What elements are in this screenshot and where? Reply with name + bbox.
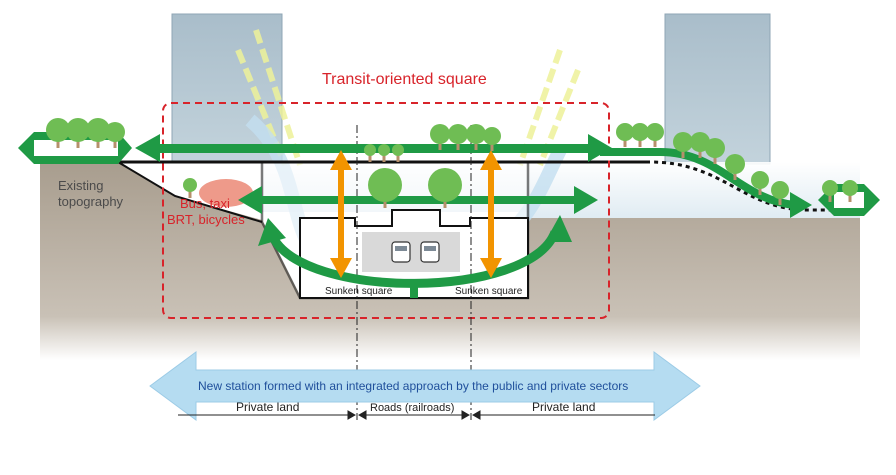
tree-canopy xyxy=(822,180,838,196)
tree-canopy xyxy=(646,123,664,141)
sunken-square-left-label: Sunken square xyxy=(325,286,393,297)
brt-bicycles-label: BRT, bicycles xyxy=(167,212,245,227)
tree-canopy xyxy=(705,138,725,158)
tree-canopy xyxy=(616,123,634,141)
private-land-right-label: Private land xyxy=(532,400,596,414)
private-land-left-label: Private land xyxy=(236,400,300,414)
lower-green-stem xyxy=(410,280,418,298)
tree-canopy xyxy=(842,180,858,196)
train-icon xyxy=(391,241,440,263)
tree-canopy xyxy=(430,124,450,144)
tree-canopy xyxy=(483,127,501,145)
tree-canopy xyxy=(86,118,110,142)
tree-canopy xyxy=(105,122,125,142)
slope-line xyxy=(117,161,263,223)
tree-canopy xyxy=(631,123,649,141)
tree-canopy xyxy=(66,118,90,142)
right-green-arrow xyxy=(600,148,796,209)
lower-green-arrow-right-head xyxy=(545,215,572,242)
tree-canopy xyxy=(751,171,769,189)
tree-canopy xyxy=(364,144,376,156)
tree-canopy xyxy=(378,144,390,156)
tree-canopy xyxy=(725,154,745,174)
vertical-arrow-left xyxy=(330,150,352,278)
tree-canopy xyxy=(368,168,402,202)
tree-canopy xyxy=(466,124,486,144)
tree-canopy xyxy=(428,168,462,202)
tree-canopy xyxy=(392,144,404,156)
existing-topography-line xyxy=(118,160,860,212)
tree-canopy xyxy=(46,118,70,142)
tree-canopy xyxy=(690,132,710,152)
tree-canopy xyxy=(673,132,693,152)
middle-green-arrow xyxy=(238,186,598,214)
ground xyxy=(40,162,860,360)
tree-icon xyxy=(46,118,858,208)
land-division-line xyxy=(178,410,655,420)
lower-green-arrow-left-head xyxy=(258,218,286,246)
transit-square-label: Transit-oriented square xyxy=(322,71,487,88)
tree-canopy xyxy=(448,124,468,144)
right-green-arrow-head xyxy=(790,192,812,218)
transit-square-boundary xyxy=(162,102,610,319)
vertical-arrow-right xyxy=(480,150,502,278)
existing-topography-label: Existing topography xyxy=(58,178,124,209)
station-double-arrow xyxy=(149,351,701,421)
tree-canopy xyxy=(771,181,789,199)
track-area xyxy=(362,232,460,272)
roads-label: Roads (railroads) xyxy=(370,402,455,414)
sunken-square-right-label: Sunken square xyxy=(455,286,523,297)
station-caption: New station formed with an integrated ap… xyxy=(198,379,629,393)
tree-canopy xyxy=(183,178,197,192)
bus-taxi-label: Bus, taxi xyxy=(180,196,230,211)
